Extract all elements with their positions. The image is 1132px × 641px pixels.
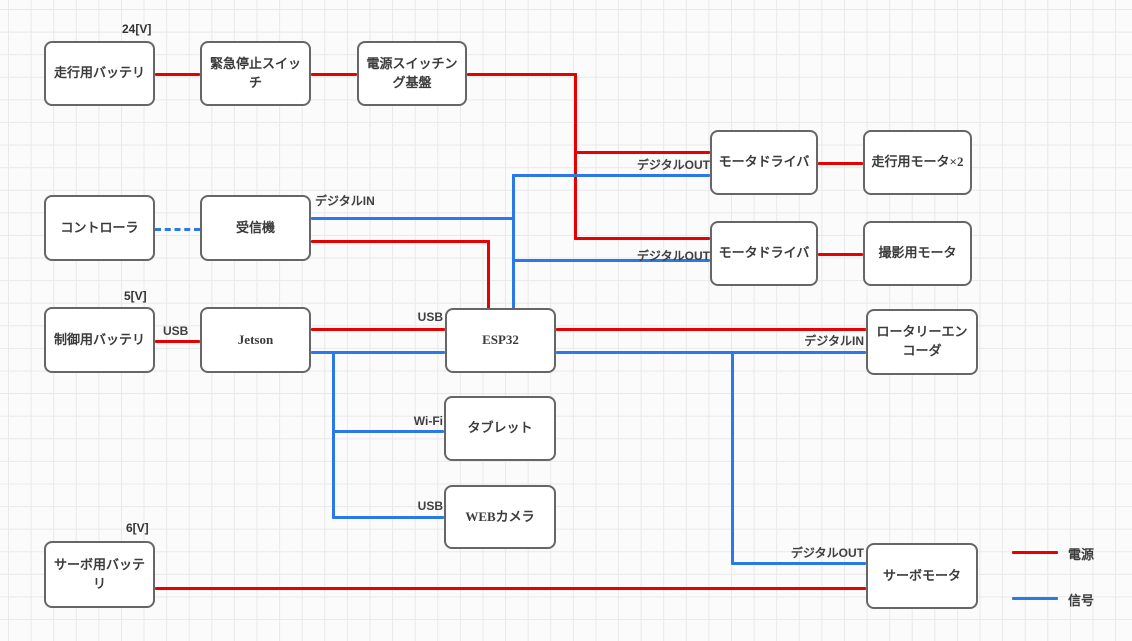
node-power-switching-board-label: 電源スイッチング基盤 <box>366 55 458 90</box>
node-controller-label: コントローラ <box>60 219 139 235</box>
node-servo-motor-label: サーボモータ <box>882 567 961 583</box>
voltage-label-6v: 6[V] <box>126 521 149 535</box>
node-esp32-label: ESP32 <box>482 332 519 348</box>
edge-power-driver1-to-drive-motor <box>818 162 863 165</box>
node-capture-motor-label: 撮影用モータ <box>878 245 957 261</box>
node-emergency-stop-label: 緊急停止スイッチ <box>209 55 301 90</box>
node-motor-driver-2[interactable]: モータドライバ <box>710 221 818 286</box>
node-drive-motor[interactable]: 走行用モータ×2 <box>863 130 972 195</box>
node-drive-battery[interactable]: 走行用バッテリ <box>44 41 155 106</box>
node-jetson-label: Jetson <box>237 331 274 347</box>
edge-power-trunk-to-driver1 <box>574 151 710 154</box>
node-drive-motor-label: 走行用モータ×2 <box>871 154 964 170</box>
node-receiver-label: 受信機 <box>235 219 275 235</box>
node-servo-battery-label: サーボ用バッテリ <box>53 556 145 591</box>
node-capture-motor[interactable]: 撮影用モータ <box>863 221 972 286</box>
edge-power-receiver-to-esp32-h <box>311 240 490 243</box>
legend-signal-line <box>1012 597 1058 600</box>
node-esp32[interactable]: ESP32 <box>445 308 556 373</box>
edge-power-esp32-to-encoder <box>556 328 866 331</box>
edge-label-driver2-digital-out: デジタルOUT <box>636 249 710 263</box>
edge-power-estop-to-board <box>311 73 357 76</box>
edge-power-trunk-to-driver2 <box>574 237 710 240</box>
node-motor-driver-2-label: モータドライバ <box>718 245 810 261</box>
voltage-label-24v: 24[V] <box>122 22 152 36</box>
edge-label-tablet-wifi: Wi-Fi <box>413 414 443 428</box>
node-emergency-stop[interactable]: 緊急停止スイッチ <box>200 41 311 106</box>
edge-power-receiver-to-esp32-v <box>487 240 490 310</box>
edge-label-servo-digital-out: デジタルOUT <box>790 546 864 560</box>
node-webcam[interactable]: WEBカメラ <box>444 485 556 549</box>
edge-signal-esp32-to-encoder <box>556 351 866 354</box>
node-control-battery-label: 制御用バッテリ <box>53 331 145 347</box>
edge-label-jetson-esp32-usb: USB <box>417 310 443 324</box>
node-tablet-label: タブレット <box>467 420 533 436</box>
edge-label-encoder-digital-in: デジタルIN <box>804 334 864 348</box>
node-rotary-encoder-label: ロータリーエンコーダ <box>876 324 968 358</box>
edge-power-board-to-trunk <box>467 73 577 76</box>
node-drive-battery-label: 走行用バッテリ <box>53 65 145 81</box>
legend-power-line <box>1012 551 1058 554</box>
edge-signal-controller-to-receiver <box>155 228 200 231</box>
edge-power-trunk-vertical <box>574 73 577 240</box>
edge-label-battery-jetson-usb: USB <box>163 324 189 338</box>
legend-power-label: 電源 <box>1068 547 1095 562</box>
node-rotary-encoder[interactable]: ロータリーエンコーダ <box>866 309 978 375</box>
legend-signal-label: 信号 <box>1068 593 1095 608</box>
edge-signal-jetson-branch-vertical <box>332 351 335 518</box>
edge-power-control-battery-to-jetson <box>155 340 200 343</box>
node-servo-motor[interactable]: サーボモータ <box>866 543 978 609</box>
edge-signal-trunk-vertical <box>512 174 515 310</box>
edge-signal-junction-to-driver2 <box>512 259 710 262</box>
edge-power-jetson-to-esp32 <box>311 328 445 331</box>
edge-signal-jetson-to-esp32 <box>311 351 445 354</box>
edge-signal-encoder-branch-vertical <box>731 351 734 564</box>
node-motor-driver-1[interactable]: モータドライバ <box>710 130 818 195</box>
node-power-switching-board[interactable]: 電源スイッチング基盤 <box>357 41 467 106</box>
node-servo-battery[interactable]: サーボ用バッテリ <box>44 541 155 608</box>
edge-signal-receiver-to-junction <box>311 217 514 220</box>
node-webcam-label: WEBカメラ <box>465 508 535 524</box>
node-control-battery[interactable]: 制御用バッテリ <box>44 307 155 373</box>
edge-signal-branch-to-webcam <box>332 516 444 519</box>
voltage-label-5v: 5[V] <box>124 289 147 303</box>
edge-power-drive-battery-to-estop <box>155 73 200 76</box>
edge-signal-branch-to-tablet <box>332 430 444 433</box>
edge-signal-junction-to-driver1 <box>512 174 710 177</box>
node-controller[interactable]: コントローラ <box>44 195 155 261</box>
node-receiver[interactable]: 受信機 <box>200 195 311 261</box>
edge-power-servo-battery-to-servo-motor <box>155 587 866 590</box>
edge-label-receiver-digital-in: デジタルIN <box>315 194 375 208</box>
node-tablet[interactable]: タブレット <box>444 396 556 461</box>
edge-label-driver1-digital-out: デジタルOUT <box>636 158 710 172</box>
edge-power-driver2-to-capture-motor <box>818 253 863 256</box>
edge-signal-branch-to-servo-motor <box>731 562 866 565</box>
node-motor-driver-1-label: モータドライバ <box>718 154 810 170</box>
edge-label-webcam-usb: USB <box>417 499 443 513</box>
node-jetson[interactable]: Jetson <box>200 307 311 373</box>
